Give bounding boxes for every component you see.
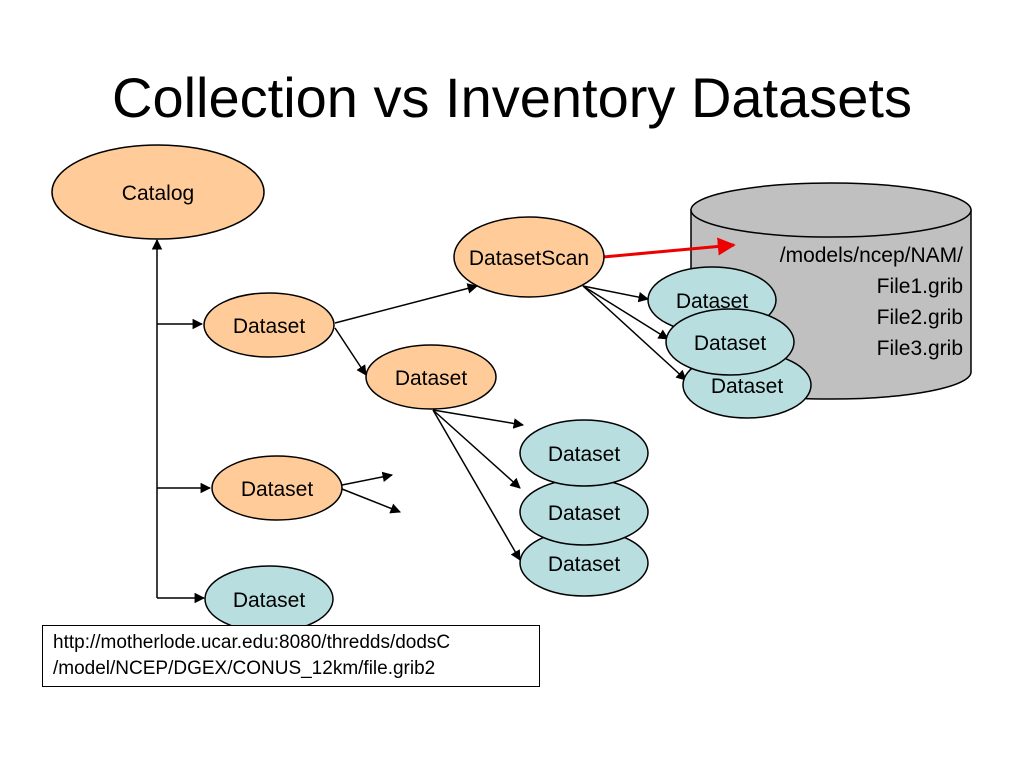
inv-5-label: Dataset [548, 502, 621, 525]
inv-2-label: Dataset [694, 332, 767, 355]
edge-a-to-scan [334, 283, 479, 324]
storage-file-3: File3.grib [877, 337, 963, 360]
dataset-node-d: Dataset [204, 565, 334, 633]
inventory-node-4: Dataset [519, 419, 649, 487]
edge-b-to-inv-6 [432, 409, 521, 561]
scan-to-storage-link [602, 237, 736, 259]
dataset-a-label: Dataset [233, 315, 306, 338]
edge-b-to-inv-5 [432, 409, 521, 489]
inv-3-label: Dataset [711, 375, 784, 398]
storage-path: /models/ncep/NAM/ [780, 244, 963, 267]
url-line-2: /model/NCEP/DGEX/CONUS_12km/file.grib2 [53, 658, 436, 679]
access-url-box: http://motherlode.ucar.edu:8080/thredds/… [42, 625, 540, 687]
dataset-c-label: Dataset [241, 478, 314, 501]
edge-c-stub-up [341, 471, 394, 486]
edge-b-to-inv-4 [432, 409, 525, 429]
edge-a-to-b [334, 327, 367, 376]
connectors [151, 238, 687, 604]
dataset-scan-node: DatasetScan [453, 216, 605, 298]
catalog-node: Catalog [51, 144, 265, 240]
storage-file-2: File2.grib [877, 306, 963, 329]
dataset-node-c: Dataset [211, 455, 343, 521]
dataset-b-label: Dataset [395, 367, 468, 390]
inv-4-label: Dataset [548, 443, 621, 466]
edge-c-stub-down [341, 488, 401, 514]
inv-6-label: Dataset [548, 553, 621, 576]
catalog-label: Catalog [122, 182, 194, 205]
storage-file-1: File1.grib [877, 275, 963, 298]
cylinder-top [690, 182, 972, 238]
slide-title: Collection vs Inventory Datasets [112, 66, 912, 129]
inventory-node-6: Dataset [519, 529, 649, 597]
dataset-scan-label: DatasetScan [469, 247, 589, 270]
edge-scan-to-inv-2 [582, 285, 669, 340]
dataset-node-b: Dataset [365, 344, 497, 410]
inv-1-label: Dataset [676, 290, 749, 313]
url-line-1: http://motherlode.ucar.edu:8080/thredds/… [53, 632, 451, 653]
edge-scan-to-inv-1 [582, 285, 650, 303]
inventory-node-2: Dataset [665, 308, 795, 376]
inventory-node-5: Dataset [519, 478, 649, 546]
dataset-node-a: Dataset [203, 292, 335, 358]
dataset-d-label: Dataset [233, 589, 306, 612]
edge-scan-to-inv-3 [582, 285, 687, 381]
